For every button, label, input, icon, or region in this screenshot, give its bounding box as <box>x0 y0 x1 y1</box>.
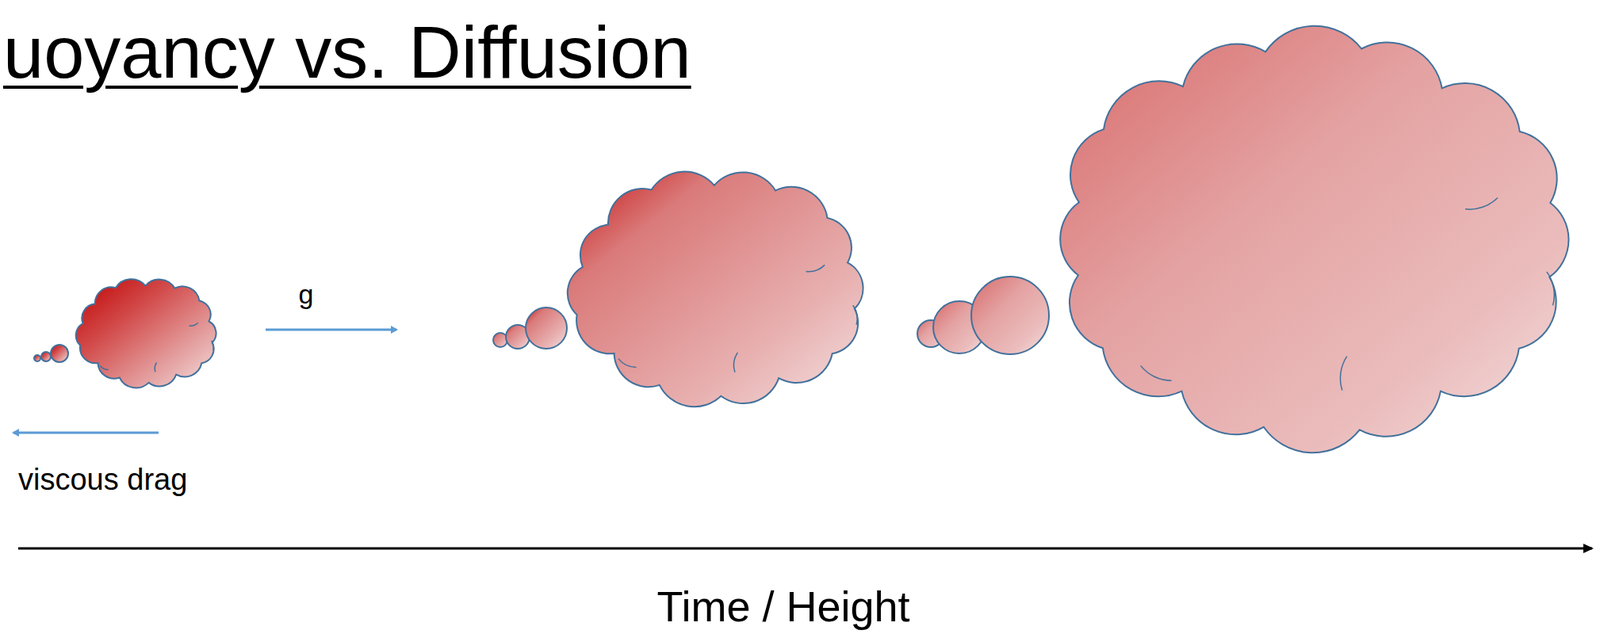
cloud-fold <box>189 322 199 326</box>
puff-circle <box>971 276 1049 355</box>
cloud-fold <box>1140 365 1172 381</box>
puff-circle <box>525 307 567 349</box>
slide-title: uoyancy vs. Diffusion <box>3 11 692 96</box>
force-label: g <box>298 279 314 311</box>
cloud-fold <box>154 363 157 373</box>
cloud-shape <box>1060 26 1569 454</box>
cloud-fold <box>1339 356 1347 391</box>
force-label: viscous drag <box>18 463 188 498</box>
puff-circle <box>41 352 51 362</box>
puff-circle <box>50 344 69 363</box>
cloud-fold <box>211 340 215 351</box>
cloud-fold <box>1546 271 1555 307</box>
cloud-fold <box>99 366 109 371</box>
time-axis <box>18 547 1593 551</box>
cloud-shape <box>76 279 217 388</box>
axis-label: Time / Height <box>656 581 910 632</box>
cloud-fold <box>733 352 738 373</box>
gravity-arrow <box>265 329 397 332</box>
cloud-shape <box>567 172 864 408</box>
cloud-fold <box>618 359 637 368</box>
drag-arrow <box>13 432 159 435</box>
cloud-fold <box>806 264 826 272</box>
cloud-fold <box>853 305 858 326</box>
puff-circle <box>34 355 41 362</box>
cloud-fold <box>1465 198 1498 211</box>
